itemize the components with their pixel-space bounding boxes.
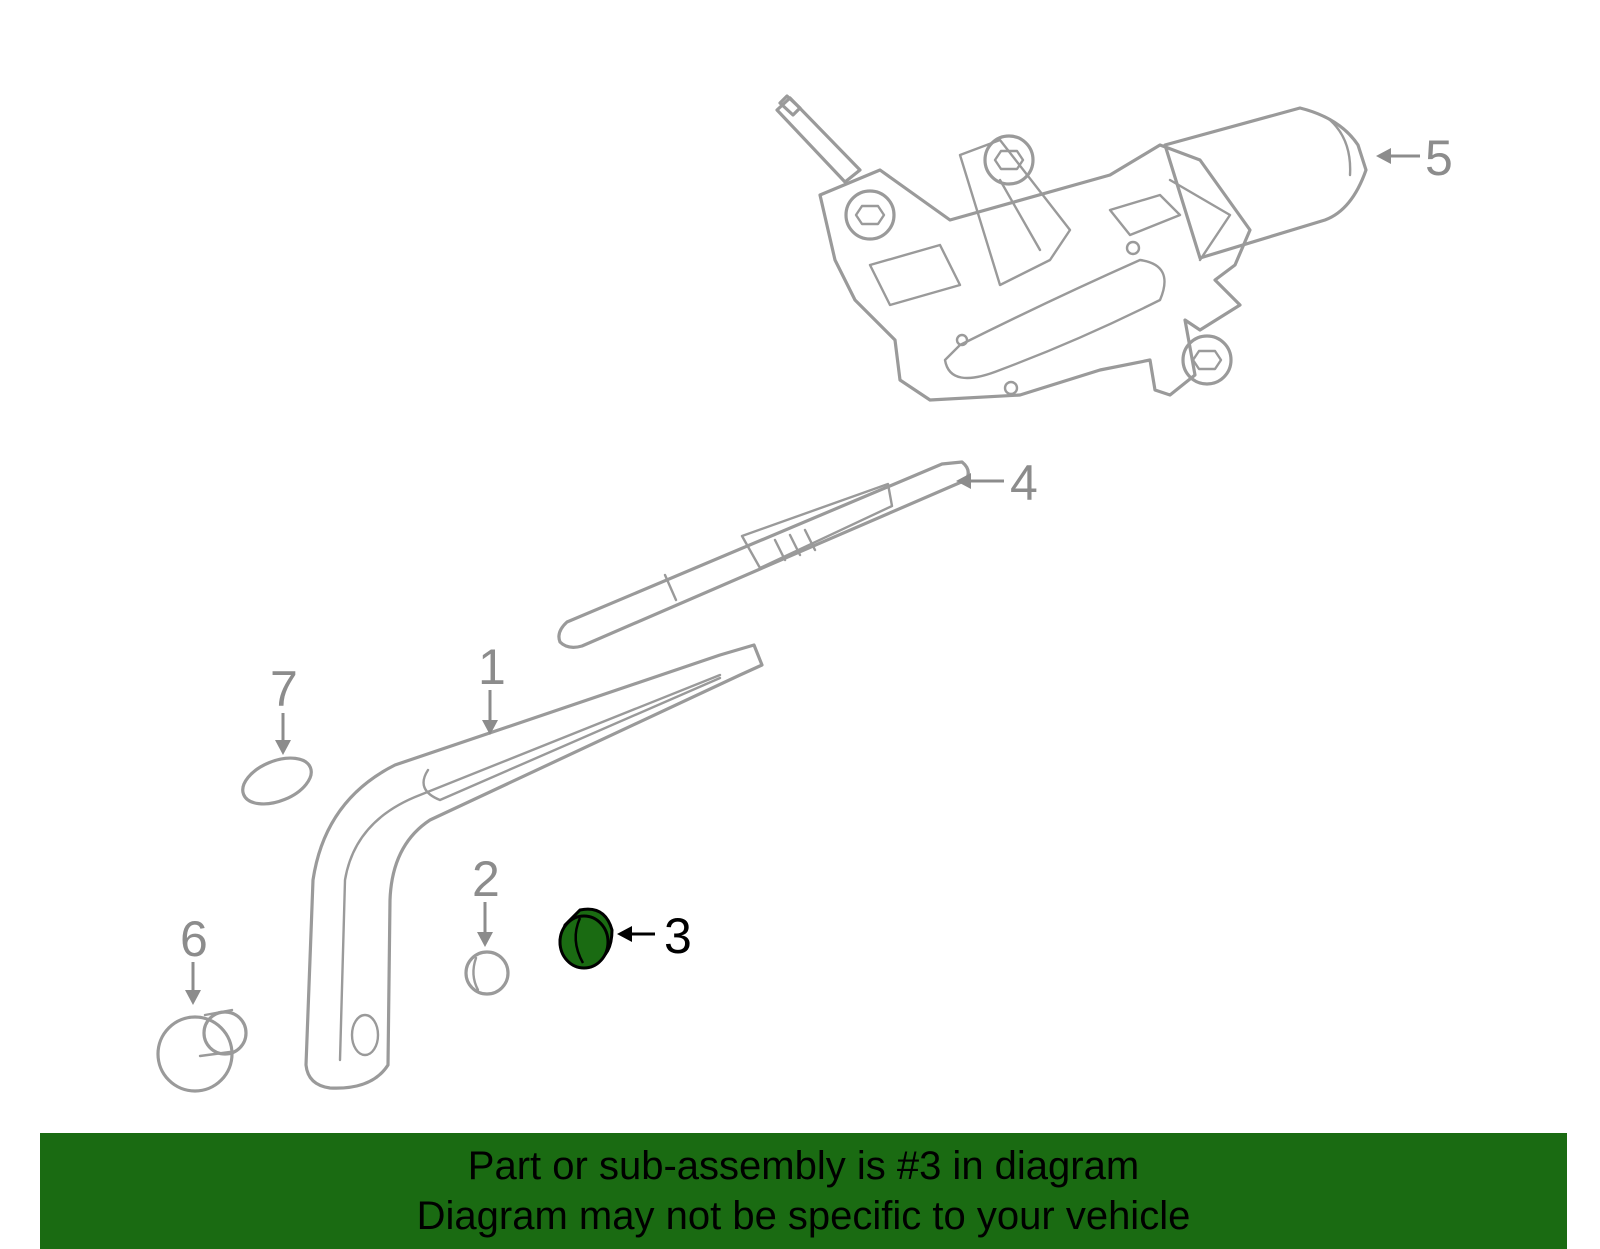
callout-label-1: 1 xyxy=(478,639,506,695)
callout-arrow-2 xyxy=(477,902,493,947)
part-2-cap[interactable] xyxy=(464,950,510,996)
banner-line-2: Diagram may not be specific to your vehi… xyxy=(416,1194,1191,1238)
callout-arrow-6 xyxy=(185,962,201,1005)
callout-arrow-3 xyxy=(617,926,655,942)
callout-label-2: 2 xyxy=(472,851,500,907)
callout-label-5: 5 xyxy=(1425,130,1453,186)
part-5-wiper-motor[interactable] xyxy=(775,94,1368,402)
callout-arrow-5 xyxy=(1376,148,1420,164)
callout-label-4: 4 xyxy=(1010,455,1038,511)
part-1-wiper-arm[interactable] xyxy=(304,643,764,1090)
info-banner: Part or sub-assembly is #3 in diagram Di… xyxy=(40,1133,1567,1249)
callout-arrow-1 xyxy=(482,690,498,735)
callout-label-6: 6 xyxy=(180,911,208,967)
part-6-nut-cover[interactable] xyxy=(156,1008,248,1093)
part-7-seal[interactable] xyxy=(236,749,318,813)
part-3-cap-highlighted[interactable] xyxy=(558,907,614,970)
callout-arrow-4 xyxy=(956,473,1004,489)
callout-label-3: 3 xyxy=(664,908,692,964)
callout-arrow-7 xyxy=(275,713,291,755)
callout-label-7: 7 xyxy=(270,661,298,717)
part-4-wiper-blade[interactable] xyxy=(557,460,970,649)
banner-line-1: Part or sub-assembly is #3 in diagram xyxy=(467,1144,1140,1188)
